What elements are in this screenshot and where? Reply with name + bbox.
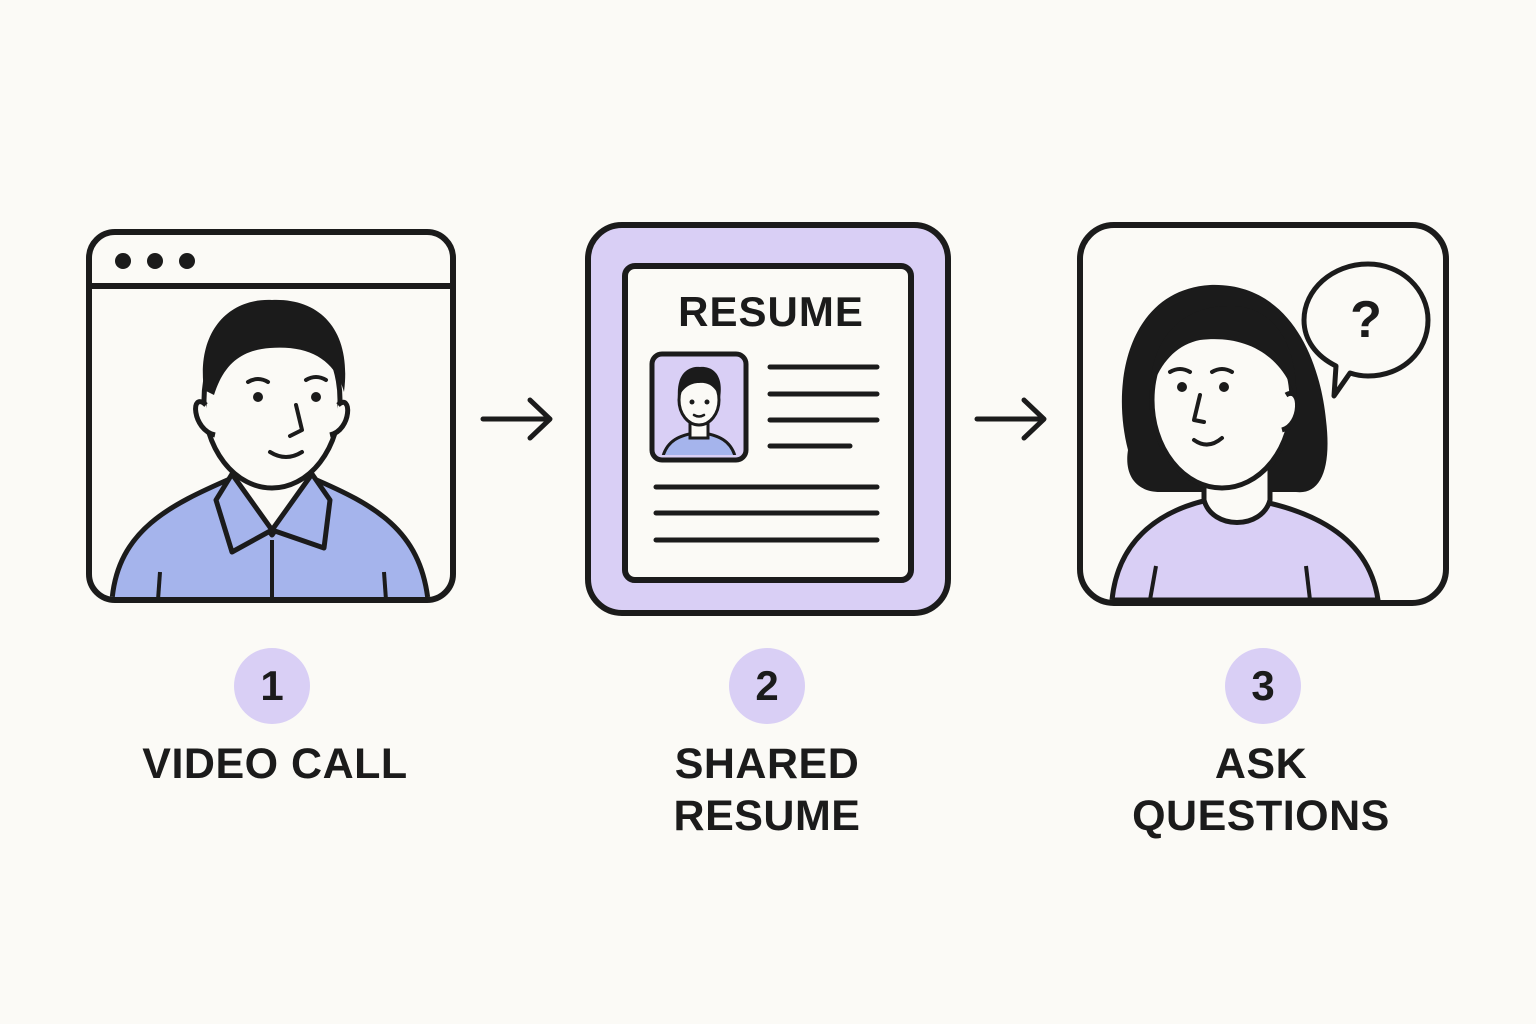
person-question-icon: ? [1077,222,1449,606]
speech-bubble-icon: ? [1301,261,1431,399]
video-call-person-icon [109,299,431,597]
step-label-line: SHARED [674,740,860,788]
step-label-ask-questions: ASK QUESTIONS [1051,738,1471,842]
window-dot-icon [115,253,131,269]
video-call-window [86,229,456,603]
step-label-line: RESUME [673,792,861,840]
step-number-3: 3 [1225,648,1301,724]
resume-document-icon: RESUME [585,222,951,616]
arrow-right-icon [480,397,553,441]
step-number-1: 1 [234,648,310,724]
step-label-line: ASK [1214,740,1308,788]
step-number-2: 2 [729,648,805,724]
step-label-video-call: VIDEO CALL [65,738,485,790]
window-dot-icon [179,253,195,269]
question-mark: ? [1350,291,1382,349]
resume-heading: RESUME [678,288,864,335]
step-label-shared-resume: SHARED RESUME [557,738,977,842]
step-label-line: QUESTIONS [1132,792,1390,840]
window-dot-icon [147,253,163,269]
arrow-right-icon [974,397,1047,441]
resume-photo [649,351,749,463]
resume-text-lines [653,364,880,543]
step-label-line: VIDEO CALL [142,740,408,788]
